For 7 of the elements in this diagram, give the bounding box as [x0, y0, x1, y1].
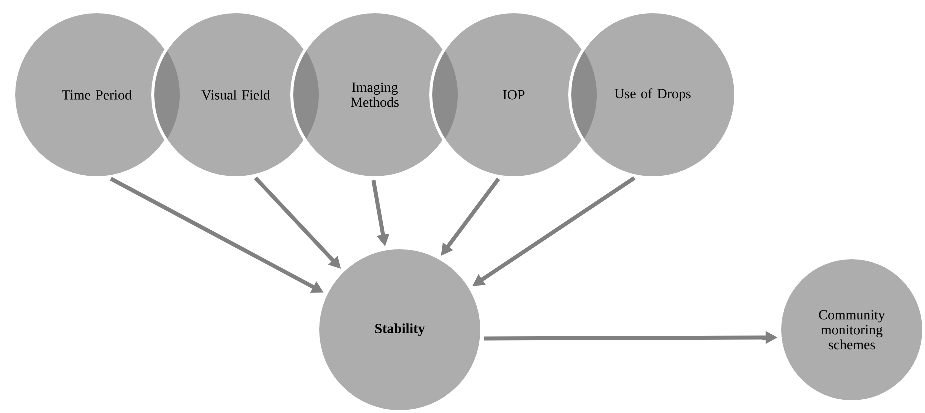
node-label: Use of Drops: [614, 88, 691, 102]
circle-node: Use of Drops: [568, 10, 738, 180]
circle-node: Time Period: [12, 10, 182, 180]
node-label: Visual Field: [202, 90, 270, 100]
node-label: IOP: [503, 90, 525, 100]
circle-node: Community monitoring schemes: [778, 256, 925, 404]
node-label: Imaging Methods: [351, 82, 399, 108]
